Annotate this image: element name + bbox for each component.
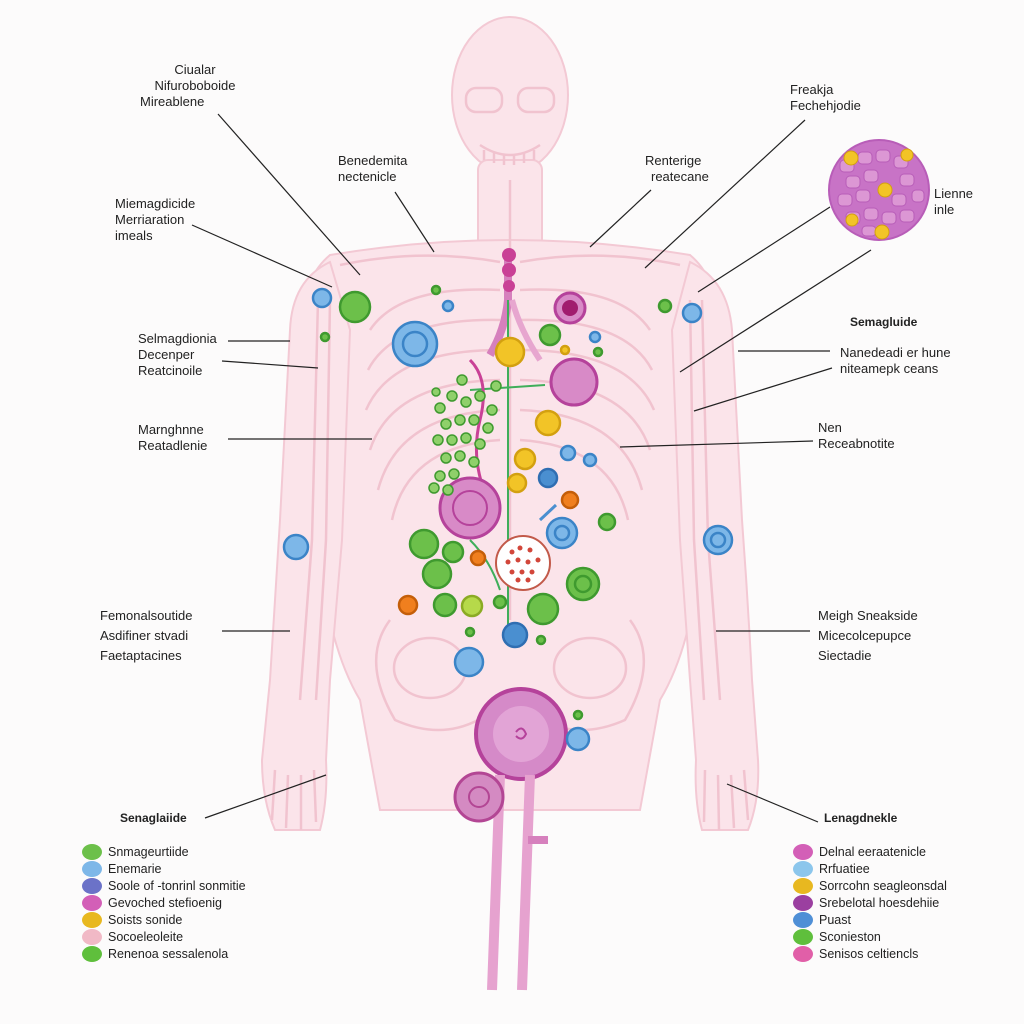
legend-label: Enemarie: [108, 861, 162, 876]
legend-label: Snmageurtiide: [108, 844, 189, 859]
label-right-title: Semagluide: [850, 315, 918, 329]
label-line: Siectadie: [818, 648, 872, 663]
label-line: Fechehjodie: [790, 98, 861, 113]
label-right-low: Meigh Sneakside Micecolcepupce Siectadie: [818, 606, 918, 666]
legend-item: Soole of -tonrinl sonmitie: [82, 877, 246, 894]
legend-swatch: [793, 860, 813, 877]
label-center-right: Renterige reatecane: [645, 153, 709, 185]
cell-markers: [282, 284, 734, 752]
label-line: Micecolcepupce: [818, 628, 912, 643]
legend-item: Soists sonide: [82, 911, 246, 928]
legend-label: Socoeleoleite: [108, 929, 184, 944]
label-line: Selmagdionia: [138, 331, 217, 346]
label-line: Ciualar: [174, 62, 216, 77]
legend-item: Snmageurtiide: [82, 843, 246, 860]
label-left-low: Femonalsoutide Asdifiner stvadi Faetapta…: [100, 606, 193, 666]
label-line: Miemagdicide: [115, 196, 196, 211]
legend-swatch: [82, 843, 102, 860]
legend-swatch: [82, 860, 102, 877]
label-right-mid2: Nen Receabnotite: [818, 420, 895, 452]
legend-label: Srebelotal hoesdehiie: [819, 895, 940, 910]
legend-left: Snmageurtiide Enemarie Soole of -tonrinl…: [82, 843, 246, 962]
speckled-cell-dots: [505, 545, 541, 583]
label-upper-left: Miemagdicide Merriaration imeals: [115, 196, 195, 244]
label-line: Asdifiner stvadi: [100, 628, 189, 643]
label-line: Decenper: [138, 347, 195, 362]
legend-swatch: [82, 911, 102, 928]
legend-swatch: [793, 945, 813, 962]
legend-label: Puast: [819, 912, 851, 927]
legend-swatch: [82, 894, 102, 911]
label-line: nectenicle: [338, 169, 397, 184]
label-top-left: Ciualar Nifuroboboide Mireablene: [140, 62, 250, 110]
legend-swatch: [793, 843, 813, 860]
label-line: Faetaptacines: [100, 648, 182, 663]
label-left-mid2: Marnghnne Reatadlenie: [138, 422, 207, 454]
legend-item: Gevoched stefioenig: [82, 894, 246, 911]
legend-item: Socoeleoleite: [82, 928, 246, 945]
legend-left-title: Senaglaiide: [120, 811, 187, 825]
legend-item: Delnal eeraatenicle: [793, 843, 947, 860]
legend-label: Renenoa sessalenola: [108, 946, 229, 961]
label-line: Reatadlenie: [138, 438, 208, 453]
label-line: reatecane: [651, 169, 709, 184]
legend-label: Rrfuatiee: [819, 861, 870, 876]
legend-right: Delnal eeraatenicle Rrfuatiee Sorrcohn s…: [793, 843, 947, 962]
label-line: Merriaration: [115, 212, 185, 227]
legend-label: Sconieston: [819, 929, 881, 944]
legend-label: Gevoched stefioenig: [108, 895, 222, 910]
label-left-mid1: Selmagdionia Decenper Reatcinoile: [138, 331, 217, 379]
label-line: Meigh Sneakside: [818, 608, 918, 623]
label-line: Benedemita: [338, 153, 408, 168]
legend-item: Puast: [793, 911, 947, 928]
legend-swatch: [793, 877, 813, 894]
legend-label: Senisos celtiencls: [819, 946, 919, 961]
label-top-right: Freakja Fechehjodie: [790, 82, 861, 114]
legend-label: Soists sonide: [108, 912, 183, 927]
legend-label: Soole of -tonrinl sonmitie: [108, 878, 246, 893]
label-right-mid1: Nanedeadi er hune niteamepk ceans: [840, 345, 951, 377]
label-line: imeals: [115, 228, 153, 243]
legend-item: Sconieston: [793, 928, 947, 945]
legend-swatch: [82, 945, 102, 962]
label-line: Lienne: [934, 186, 974, 201]
leader-lines: [191, 113, 872, 823]
legend-swatch: [793, 894, 813, 911]
legend-item: Enemarie: [82, 860, 246, 877]
legend-swatch: [793, 911, 813, 928]
label-line: niteamepk ceans: [840, 361, 939, 376]
organs: [438, 248, 599, 991]
legend-swatch: [82, 877, 102, 894]
label-line: Marnghnne: [138, 422, 204, 437]
label-center-left: Benedemita nectenicle: [338, 153, 407, 185]
legend-swatch: [793, 928, 813, 945]
tissue-inset: [828, 139, 930, 241]
label-line: Reatcinoile: [138, 363, 203, 378]
legend-label: Sorrcohn seagleonsdal: [819, 878, 947, 893]
legend-item: Sorrcohn seagleonsdal: [793, 877, 947, 894]
legend-label: Delnal eeraatenicle: [819, 844, 927, 859]
label-line: Receabnotite: [818, 436, 895, 451]
legend-swatch: [82, 928, 102, 945]
legend-item: Renenoa sessalenola: [82, 945, 246, 962]
label-line: Nanedeadi er hune: [840, 345, 951, 360]
label-line: Nifuroboboide: [154, 78, 236, 93]
label-line: Nen: [818, 420, 842, 435]
legend-item: Srebelotal hoesdehiie: [793, 894, 947, 911]
label-line: Mireablene: [140, 94, 205, 109]
label-line: inle: [934, 202, 955, 217]
label-line: Freakja: [790, 82, 834, 97]
label-line: Femonalsoutide: [100, 608, 193, 623]
legend-right-title: Lenagdnekle: [824, 811, 898, 825]
green-cluster: [428, 374, 502, 496]
legend-item: Senisos celtiencls: [793, 945, 947, 962]
legend-item: Rrfuatiee: [793, 860, 947, 877]
label-right-inset: Lienne inle: [934, 186, 973, 218]
label-line: Renterige: [645, 153, 702, 168]
